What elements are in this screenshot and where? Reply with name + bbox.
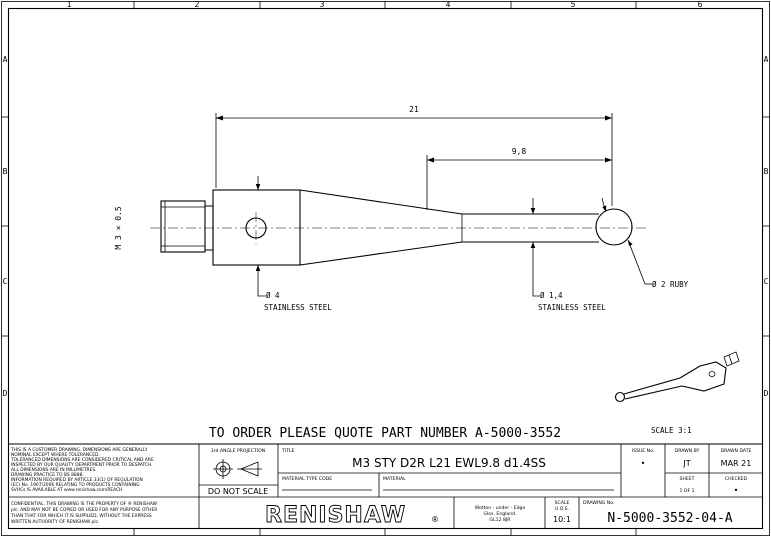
drawing-note: TOLERANCED DIMENSIONS ARE CONSIDERED CRI… [10,457,154,463]
row-label: A [3,55,8,64]
drawn-date-label: DRAWN DATE [721,448,752,454]
stem-material-callout: STAINLESS STEEL [538,303,606,312]
stylus-part-view: 21 9,8 M 3 × 0.5 Ø 4 STAINLESS STEEL Ø 1… [114,105,689,312]
drawing-note: THIS IS A CUSTOMER DRAWING. DIMENSIONS A… [10,447,148,453]
column-ticks [133,1,637,536]
issue-label: ISSUE No. [632,448,655,454]
overall-length: 21 [409,105,419,114]
title-label: TITLE [281,448,295,454]
company-address: GL12 8JR [490,517,512,523]
row-ticks [1,116,770,337]
column-label: 6 [698,0,703,9]
projection-label: 3rd ANGLE PROJECTION [211,448,265,454]
part-title: M3 STY D2R L21 EWL9.8 d1.4SS [352,456,546,470]
taper [299,189,463,266]
issue-value: • [641,459,646,468]
stem [462,213,599,243]
drawing-note: INFORMATION REQUIRED BY ARTICLE 33(1) OF… [11,477,143,483]
sheet-value: 1 OF 1 [679,488,694,494]
row-label: C [764,277,769,286]
column-label: 4 [446,0,451,9]
stem-diameter-callout: Ø 1,4 [540,291,563,300]
drawn-by-value: JT [682,459,690,468]
row-label: A [764,55,769,64]
checked-value: • [734,486,739,495]
extension-length: 9,8 [512,147,527,156]
drawing-number: N-5000-3552-04-A [607,511,732,526]
confidential-note: CONFIDENTIAL. THIS DRAWING IS THE PROPER… [11,500,158,507]
row-label: B [764,167,769,176]
scale-label: SCALE [555,500,570,506]
scale-unit: U.O.S. [555,506,569,512]
drawing-note: INSPECTED BY OUR QUALITY DEPARTMENT PRIO… [11,462,153,468]
confidential-note: WRITTEN AUTHORITY OF RENISHAW plc. [11,519,99,525]
sheet-label: SHEET [680,476,695,482]
body-material-callout: STAINLESS STEEL [264,303,332,312]
confidential-note: plc. AND MAY NOT BE COPIED OR USED FOR A… [11,507,157,513]
row-label: B [3,167,8,176]
drawn-date-value: MAR 21 [721,459,752,468]
column-label: 3 [320,0,325,9]
confidential-note: THAN THAT FOR WHICH IT IS SUPPLIED, WITH… [10,513,152,519]
row-label: D [3,389,8,398]
company-address: Wotton - under - Edge [475,505,526,511]
column-label: 1 [67,0,72,9]
drawing-no-label: DRAWING No. [583,500,614,506]
material-label: MATERIAL [383,476,406,482]
third-angle-projection-icon [213,459,262,479]
brand-mark: ® [431,515,439,524]
drawing-note: (EC) No. 1907/2006 RELATING TO PRODUCTS … [11,482,140,488]
drawing-note: SVHCs IS AVAILABLE AT www.renishaw.com/R… [11,487,122,493]
isometric-view [614,351,740,403]
company-address: Glos. England. [483,511,516,517]
column-label: 2 [195,0,200,9]
title-block [8,443,763,529]
drawing-note: ALL DIMENSIONS ARE IN MILLIMETRES. [11,467,97,473]
drawing-note: NOMINAL EXCEPT WHERE TOLERANCED. [11,452,100,458]
do-not-scale: DO NOT SCALE [208,487,268,496]
order-note: TO ORDER PLEASE QUOTE PART NUMBER A-5000… [209,426,561,441]
ruby-ball [595,208,633,246]
inner-border [7,7,764,530]
drawn-by-label: DRAWN BY [675,448,700,454]
body-diameter-callout: Ø 4 [266,291,280,300]
drawing-note: DRAWING PRACTICE TO BS 8888. [11,472,84,478]
scale-note: SCALE 3:1 [651,426,692,435]
thread-size: M 3 × 0.5 [114,206,123,250]
checked-label: CHECKED [725,476,748,482]
thread-section [160,200,206,253]
column-label: 5 [571,0,576,9]
row-label: C [3,277,8,286]
body [212,189,301,266]
scale-value: 10:1 [553,515,571,524]
material-type-label: MATERIAL TYPE CODE [282,476,332,482]
ball-callout: Ø 2 RUBY [652,280,689,289]
row-label: D [764,389,769,398]
brand-logo: RENISHAW [265,503,406,528]
